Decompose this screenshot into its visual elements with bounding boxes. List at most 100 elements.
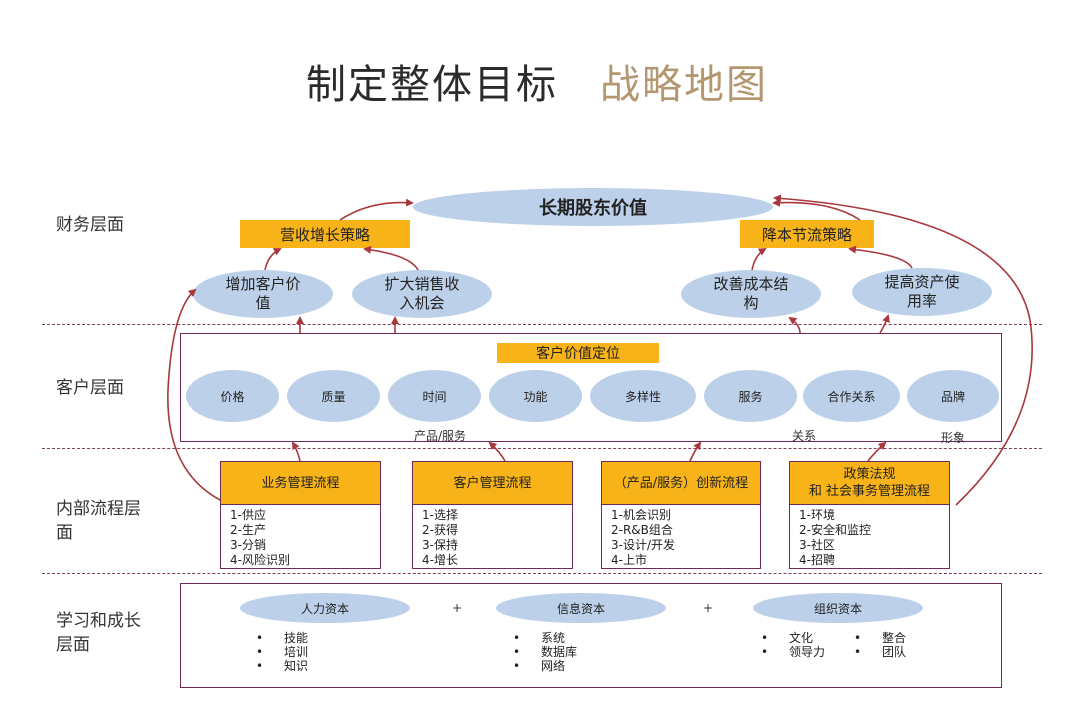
list-item: 培训 (256, 645, 308, 659)
process-regulatory-title-line2: 和 社会事务管理流程 (808, 484, 931, 499)
organization-capital-list-1: 文化 领导力 (761, 631, 825, 659)
list-item: 领导力 (761, 645, 825, 659)
information-capital-list: 系统 数据库 网络 (513, 631, 577, 673)
arrow-process3-to-customer (689, 441, 702, 462)
list-item: 网络 (513, 659, 577, 673)
process-item: 4-上市 (611, 553, 647, 567)
separator-financial-customer (42, 324, 1042, 325)
group-label-relation: 关系 (792, 429, 817, 443)
expand-sales-oval: 扩大销售收 入机会 (352, 270, 492, 318)
separator-customer-internal (42, 448, 1042, 449)
learning-growth-box (180, 583, 1002, 688)
expand-sales-line1: 扩大销售收 (384, 275, 460, 293)
arrow-addcustomer-to-revenue (264, 248, 282, 271)
human-capital-list: 技能 培训 知识 (256, 631, 308, 673)
separator-internal-learning (42, 573, 1042, 574)
process-item: 2-生产 (230, 523, 266, 537)
customer-item-quality: 质量 (287, 370, 380, 422)
list-item: 系统 (513, 631, 577, 645)
long-term-shareholder-value-oval: 长期股东价值 (413, 188, 773, 226)
process-customer-management-title: 客户管理流程 (453, 475, 532, 491)
arrow-customer-to-asset (879, 314, 890, 334)
process-innovation-header: （产品/服务）创新流程 (601, 461, 761, 505)
process-item: 2-R&B组合 (611, 523, 673, 537)
arrow-asset-to-cost (848, 245, 913, 269)
asset-utilization-line1: 提高资产使 (884, 273, 960, 291)
arrow-revenue-to-goal (339, 198, 414, 221)
process-item: 2-获得 (422, 523, 458, 537)
asset-utilization-oval: 提高资产使 用率 (852, 268, 992, 316)
layer-label-learning-line2: 层面 (56, 635, 90, 655)
add-customer-value-oval: 增加客户价 值 (193, 270, 333, 318)
process-regulatory-title-line1: 政策法规 (843, 467, 896, 482)
improve-cost-structure-line2: 构 (743, 294, 759, 312)
layer-label-internal: 内部流程层 面 (56, 497, 141, 545)
customer-value-box (180, 333, 1002, 442)
page-title-accent: 战略地图 (600, 62, 768, 108)
arrow-process2-to-customer (488, 441, 506, 462)
customer-item-function: 功能 (489, 370, 582, 422)
arrow-process4-to-customer (867, 441, 887, 462)
arrow-long-right-goal (773, 194, 1033, 506)
arrow-long-left (167, 288, 221, 501)
process-regulatory-social-list: 1-环境 2-安全和监控 3-社区 4-招聘 (789, 505, 950, 569)
process-item: 1-环境 (799, 508, 835, 522)
add-customer-value-line1: 增加客户价 (225, 275, 301, 293)
process-business-management-list: 1-供应 2-生产 3-分销 4-风险识别 (220, 505, 381, 569)
customer-item-partnership: 合作关系 (803, 370, 900, 422)
process-item: 3-设计/开发 (611, 538, 676, 552)
list-item: 整合 (854, 631, 906, 645)
process-item: 3-分销 (230, 538, 266, 552)
layer-label-internal-line1: 内部流程层 (56, 499, 141, 519)
process-business-management-header: 业务管理流程 (220, 461, 381, 505)
revenue-growth-strategy: 营收增长策略 (240, 220, 410, 248)
arrow-process1-to-customer (292, 441, 301, 462)
list-item: 团队 (854, 645, 906, 659)
plus-sign-2: + (703, 601, 714, 615)
layer-label-financial: 财务层面 (56, 215, 124, 235)
customer-item-brand: 品牌 (907, 370, 999, 422)
process-innovation-list: 1-机会识别 2-R&B组合 3-设计/开发 4-上市 (601, 505, 761, 569)
process-customer-management-header: 客户管理流程 (412, 461, 573, 505)
arrow-improvecost-to-cost (751, 247, 767, 271)
arrow-customer-to-improvecost (788, 316, 801, 334)
customer-item-time: 时间 (388, 370, 481, 422)
process-item: 1-机会识别 (611, 508, 671, 522)
process-item: 4-招聘 (799, 553, 835, 567)
customer-value-proposition: 客户价值定位 (497, 343, 659, 363)
group-label-image: 形象 (941, 431, 966, 445)
process-item: 1-供应 (230, 508, 266, 522)
process-item: 4-风险识别 (230, 553, 290, 567)
asset-utilization-line2: 用率 (906, 292, 937, 310)
process-business-management-title: 业务管理流程 (261, 475, 340, 491)
cost-reduction-strategy: 降本节流策略 (740, 220, 874, 248)
arrow-expandsales-to-revenue (363, 245, 419, 271)
process-item: 4-增长 (422, 553, 458, 567)
process-item: 3-社区 (799, 538, 835, 552)
process-item: 1-选择 (422, 508, 458, 522)
add-customer-value-line2: 值 (255, 294, 271, 312)
layer-label-learning-line1: 学习和成长 (56, 611, 141, 631)
layer-label-customer: 客户层面 (56, 378, 124, 398)
plus-sign-1: + (452, 601, 463, 615)
information-capital-oval: 信息资本 (496, 593, 666, 623)
group-label-product-service: 产品/服务 (414, 429, 467, 443)
organization-capital-oval: 组织资本 (753, 593, 923, 623)
list-item: 数据库 (513, 645, 577, 659)
customer-item-service: 服务 (704, 370, 797, 422)
list-item: 文化 (761, 631, 825, 645)
arrow-cost-to-goal (772, 198, 861, 221)
organization-capital-list-2: 整合 团队 (854, 631, 906, 659)
improve-cost-structure-oval: 改善成本结 构 (681, 270, 821, 318)
layer-label-internal-line2: 面 (56, 523, 73, 543)
list-item: 知识 (256, 659, 308, 673)
layer-label-learning: 学习和成长 层面 (56, 609, 141, 657)
improve-cost-structure-line1: 改善成本结 (713, 275, 789, 293)
customer-item-price: 价格 (186, 370, 279, 422)
human-capital-oval: 人力资本 (240, 593, 410, 623)
list-item: 技能 (256, 631, 308, 645)
process-item: 2-安全和监控 (799, 523, 871, 537)
page-title: 制定整体目标 (306, 62, 558, 108)
process-customer-management-list: 1-选择 2-获得 3-保持 4-增长 (412, 505, 573, 569)
